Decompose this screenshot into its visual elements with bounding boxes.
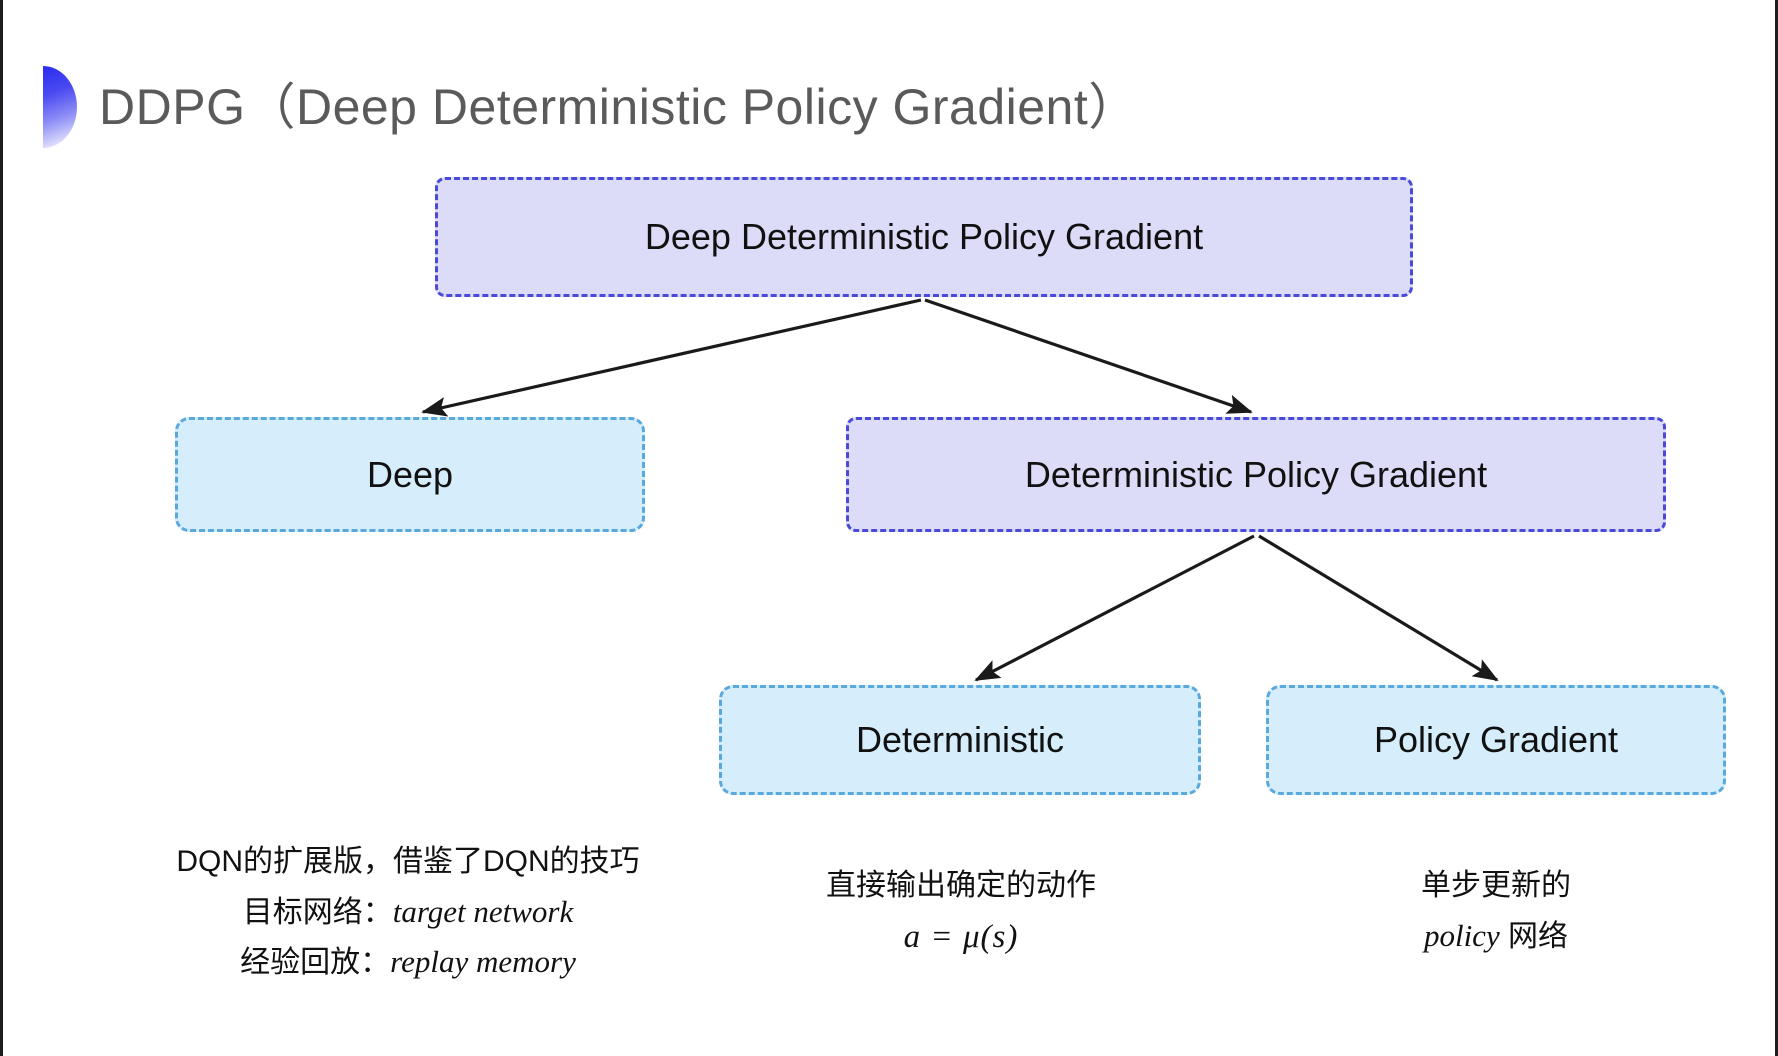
- caption-policy-gradient: 单步更新的 policy 网络: [1263, 862, 1729, 961]
- node-label: Deep: [366, 453, 454, 495]
- node-label: Deep Deterministic Policy Gradient: [644, 216, 1204, 258]
- caption-deterministic: 直接输出确定的动作 a = μ(s): [723, 862, 1199, 964]
- node-label: Deterministic Policy Gradient: [1024, 453, 1488, 495]
- edge-root-to-dpg: [924, 298, 1253, 414]
- caption-deep-line-3-term: replay memory: [390, 944, 576, 980]
- node-policy-gradient[interactable]: Policy Gradient: [1266, 685, 1726, 795]
- node-deterministic-policy-gradient[interactable]: Deterministic Policy Gradient: [846, 417, 1666, 532]
- caption-deterministic-line-1: 直接输出确定的动作: [826, 869, 1096, 902]
- caption-policy-gradient-line-2: policy 网络: [1263, 911, 1729, 962]
- node-deep[interactable]: Deep: [175, 417, 645, 532]
- caption-deep-line-3: 经验回放：replay memory: [153, 937, 663, 988]
- node-deterministic[interactable]: Deterministic: [719, 685, 1201, 795]
- caption-deep: DQN的扩展版，借鉴了DQN的技巧 目标网络：target network 经验…: [153, 838, 663, 988]
- title-bullet-icon: [43, 66, 77, 148]
- edge-dpg-to-policy-gradient: [1258, 534, 1499, 682]
- caption-deterministic-formula: a = μ(s): [903, 918, 1019, 955]
- caption-deep-line-2-term: target network: [392, 893, 574, 929]
- node-label: Policy Gradient: [1373, 719, 1619, 761]
- caption-deep-line-2: 目标网络：target network: [153, 887, 663, 938]
- node-deep-deterministic-policy-gradient[interactable]: Deep Deterministic Policy Gradient: [435, 177, 1413, 297]
- edge-root-to-deep: [421, 298, 922, 417]
- caption-deep-line-1: DQN的扩展版，借鉴了DQN的技巧: [176, 845, 640, 878]
- caption-deep-line-2-label: 目标网络：: [242, 895, 393, 929]
- edge-dpg-to-deterministic: [974, 534, 1255, 682]
- page-title-text: DDPG（Deep Deterministic Policy Gradient）: [99, 79, 1139, 135]
- node-label: Deterministic: [855, 719, 1065, 761]
- page-title: DDPG（Deep Deterministic Policy Gradient）: [43, 62, 1139, 152]
- caption-policy-gradient-term: policy: [1423, 917, 1500, 953]
- caption-deep-line-3-label: 经验回放：: [240, 946, 391, 980]
- caption-policy-gradient-suffix: 网络: [1499, 919, 1569, 953]
- caption-policy-gradient-line-1: 单步更新的: [1421, 869, 1571, 902]
